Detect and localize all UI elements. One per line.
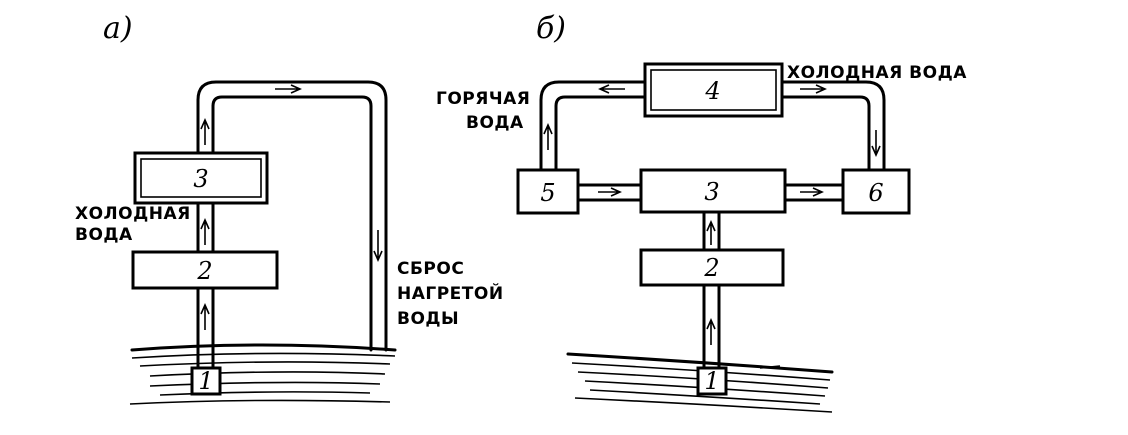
svg-text:2: 2 bbox=[196, 257, 212, 285]
panel-b-box-2: 2 bbox=[639, 248, 785, 287]
panel-a-box-1: 1 bbox=[190, 366, 222, 396]
svg-text:3: 3 bbox=[704, 178, 719, 206]
panel-b-hot-water-line2: ВОДА bbox=[466, 113, 524, 133]
svg-text:3: 3 bbox=[193, 165, 208, 193]
svg-text:6: 6 bbox=[868, 179, 883, 207]
panel-a-discharge-line3: ВОДЫ bbox=[397, 309, 459, 329]
svg-text:1: 1 bbox=[198, 367, 213, 395]
panel-b-box-6: 6 bbox=[841, 168, 911, 215]
panel-b-box-5: 5 bbox=[516, 168, 580, 215]
svg-text:2: 2 bbox=[703, 254, 719, 282]
panel-a-cold-water-line2: ВОДА bbox=[75, 225, 133, 245]
panel-a-discharge-line2: НАГРЕТОЙ bbox=[397, 282, 504, 304]
panel-a-cold-water-line1: ХОЛОДНАЯ bbox=[75, 204, 191, 224]
svg-text:4: 4 bbox=[704, 77, 720, 105]
panel-a-pipes bbox=[196, 80, 388, 374]
panel-a: а) bbox=[75, 11, 504, 405]
panel-b-box-4: 4 bbox=[643, 62, 784, 118]
panel-a-box-2: 2 bbox=[131, 250, 279, 290]
panel-b-box-1: 1 bbox=[696, 366, 728, 396]
svg-text:5: 5 bbox=[540, 179, 555, 207]
panel-a-box-3: 3 bbox=[133, 151, 269, 205]
panel-a-ground bbox=[129, 343, 397, 405]
svg-text:1: 1 bbox=[704, 367, 719, 395]
panel-b-label: б) bbox=[536, 11, 566, 46]
panel-a-label: а) bbox=[103, 11, 133, 46]
panel-b-hot-water-line1: ГОРЯЧАЯ bbox=[436, 89, 530, 109]
panel-b: б) bbox=[436, 11, 967, 413]
panel-b-arrows bbox=[543, 84, 881, 345]
panel-a-arrows bbox=[200, 84, 383, 330]
panel-b-pipes bbox=[539, 80, 886, 374]
panel-b-cold-water: ХОЛОДНАЯ ВОДА bbox=[787, 63, 967, 83]
panel-a-discharge-line1: СБРОС bbox=[397, 259, 464, 279]
panel-b-box-3: 3 bbox=[639, 168, 787, 214]
